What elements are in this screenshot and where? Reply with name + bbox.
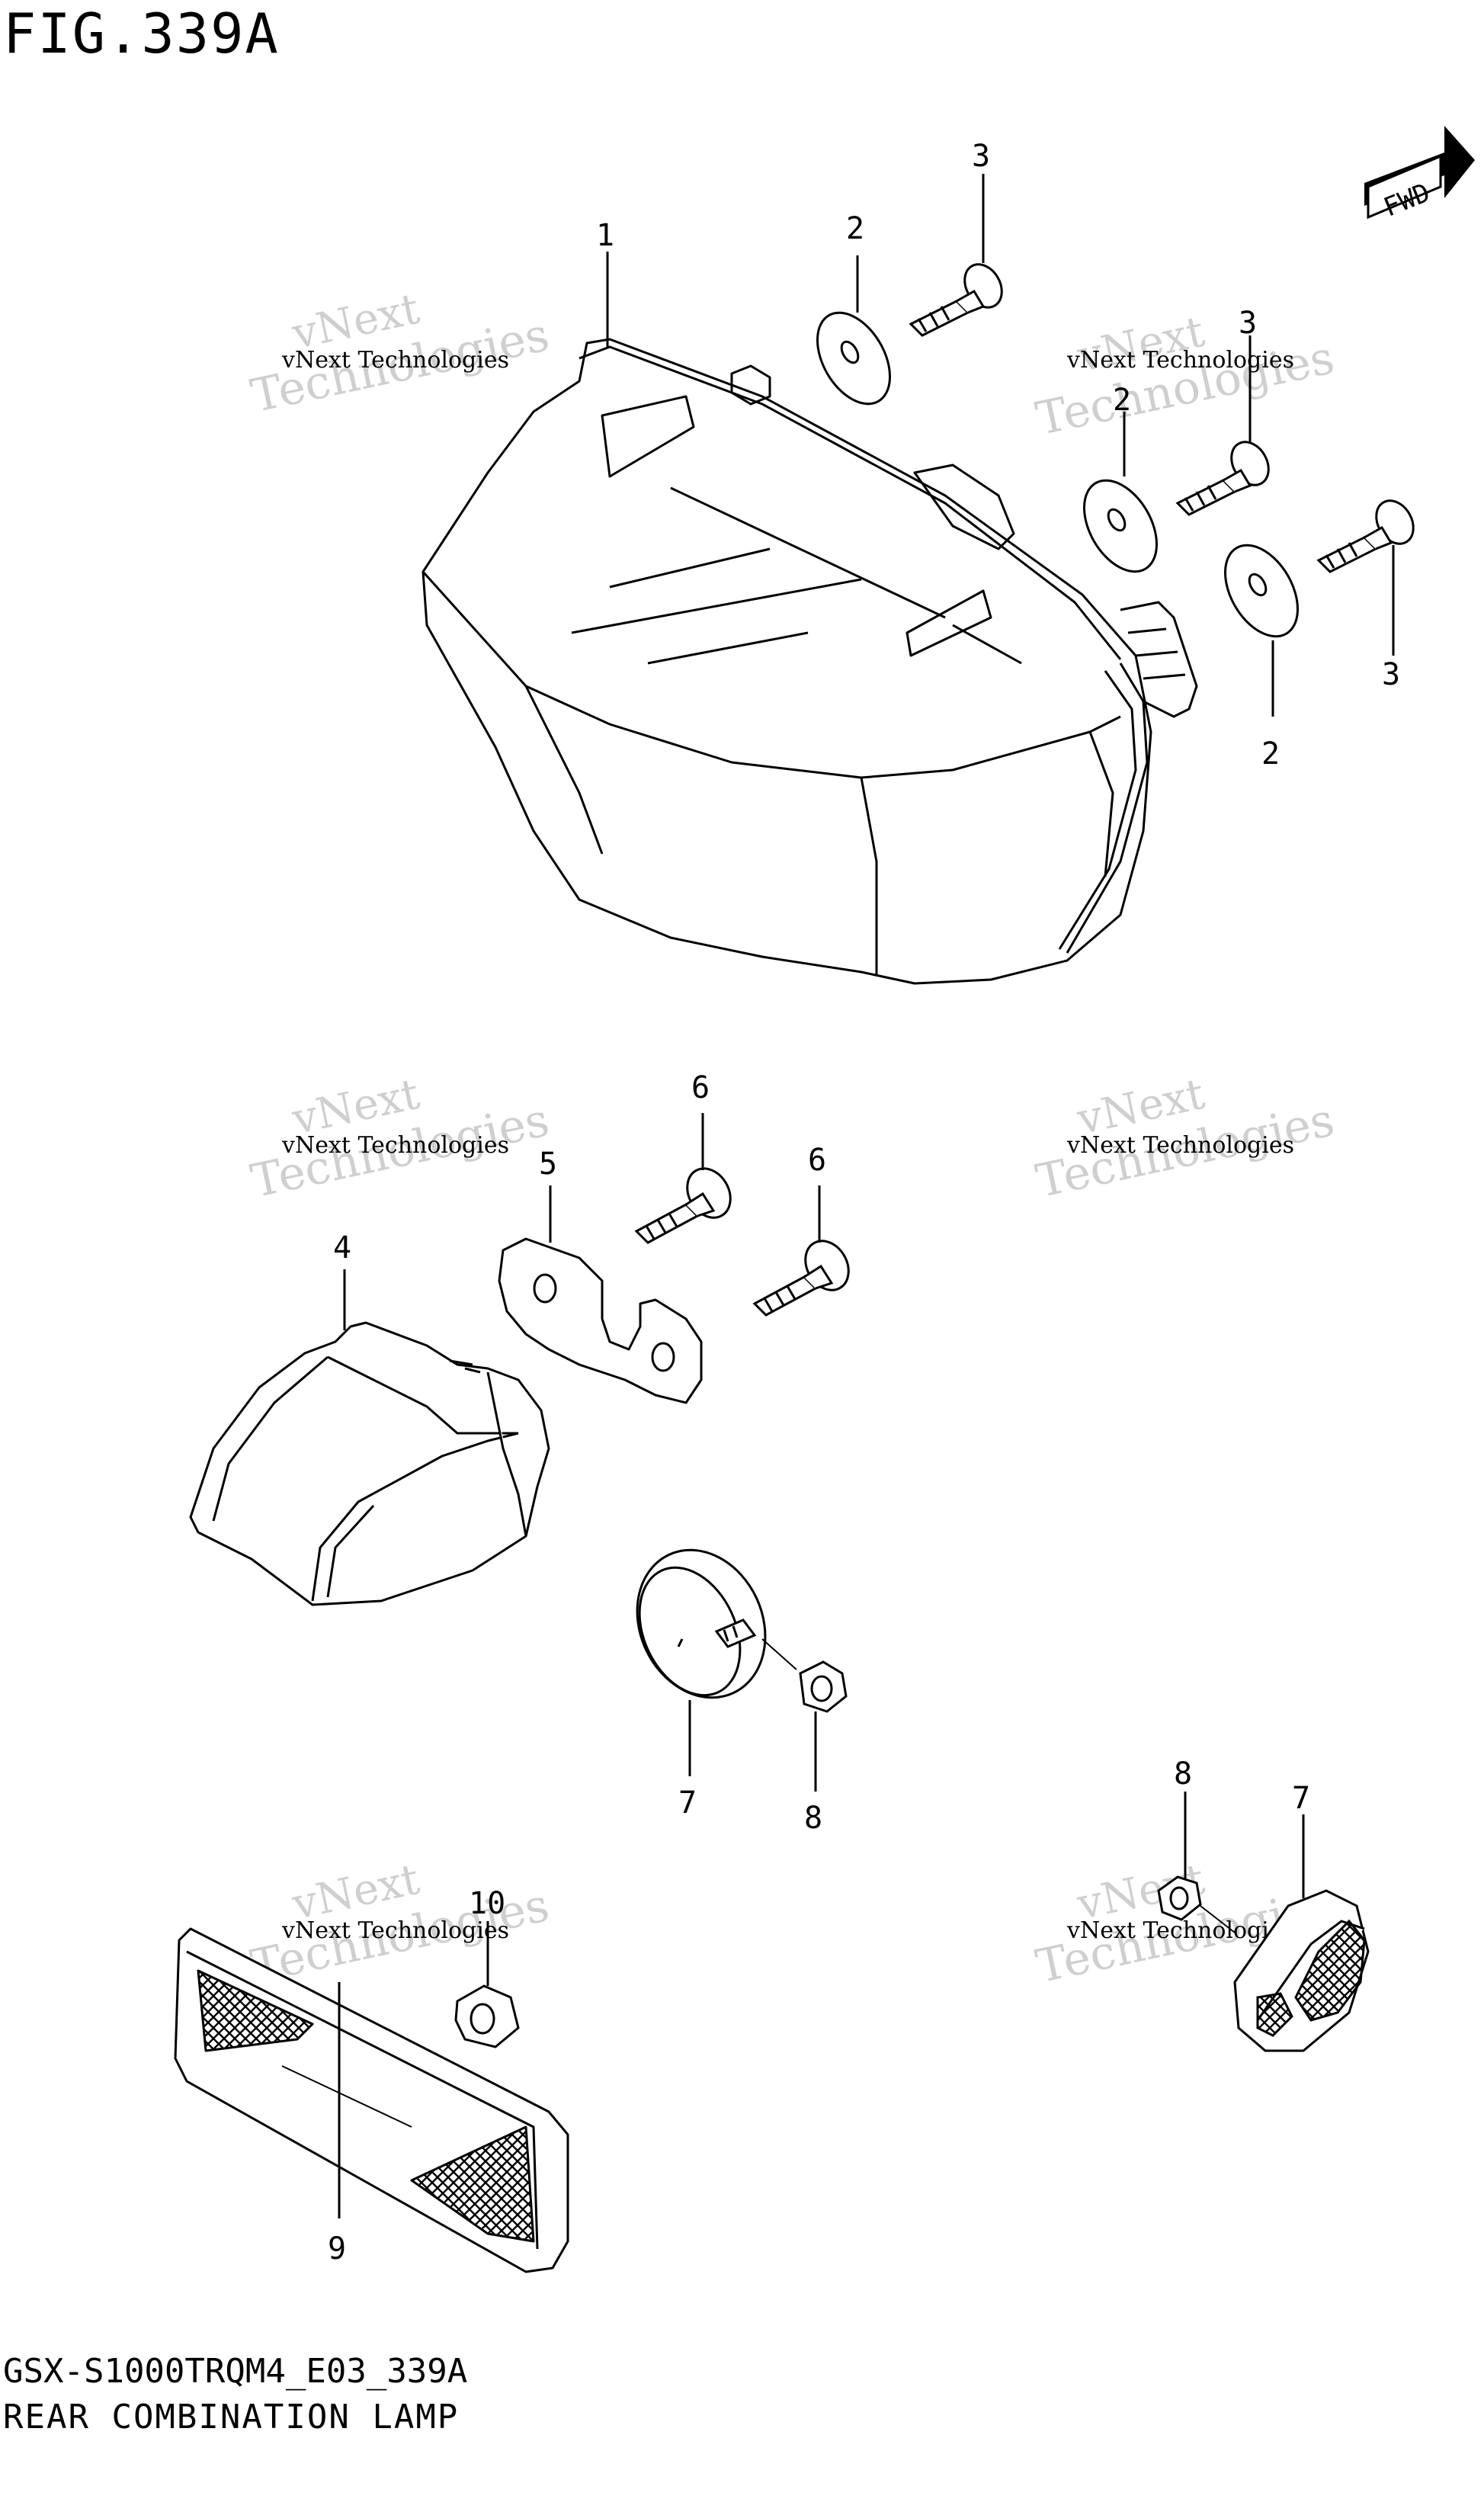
watermark-text: vNext Technologies (281, 1132, 509, 1159)
figure-title: FIG.339A (3, 2, 280, 66)
screw (1175, 441, 1270, 516)
round-reflector (636, 1548, 797, 1699)
screw (752, 1240, 850, 1317)
nut (454, 1984, 520, 2048)
round-reflector (1233, 1889, 1370, 2052)
callout-7: 7 (1292, 1781, 1310, 1816)
license-plate-lamp (189, 1321, 550, 1606)
callout-8: 8 (1174, 1756, 1192, 1792)
callout-3: 3 (1239, 306, 1257, 341)
nut (799, 1660, 848, 1713)
fwd-arrow-icon: FWD (1364, 126, 1475, 223)
watermark-text: vNext Technologies (1066, 1132, 1294, 1159)
washer (1083, 479, 1158, 573)
watermark: vNext Technologies (1031, 1070, 1338, 1209)
callout-6: 6 (808, 1143, 826, 1178)
callout-7: 7 (678, 1785, 697, 1821)
lamp-bracket (498, 1237, 703, 1404)
callout-2: 2 (1261, 736, 1280, 772)
screw (634, 1167, 732, 1244)
callout-3: 3 (1382, 657, 1400, 692)
callout-2: 2 (1113, 383, 1131, 418)
nut (1157, 1875, 1236, 1933)
washer (816, 311, 891, 406)
watermark: vNext Technologies (246, 284, 553, 424)
callout-10: 10 (469, 1886, 505, 1921)
callout-1: 1 (596, 218, 614, 253)
callout-9: 9 (328, 2231, 346, 2266)
watermark: vNext Technologies (246, 1855, 553, 1994)
rectangular-reflector (174, 1927, 569, 2273)
callout-2: 2 (846, 211, 864, 246)
watermark-text: vNext Technologies (281, 347, 509, 374)
rear-combination-lamp (421, 338, 1198, 985)
watermark-text: vNext Technologies (1066, 347, 1294, 374)
watermark-text: vNext Technologies (1066, 1917, 1294, 1944)
watermark-text: vNext Technologies (281, 1917, 509, 1944)
washer (1224, 544, 1299, 638)
screw (1316, 499, 1415, 573)
watermark: vNext Technologies (246, 1070, 553, 1209)
callout-6: 6 (691, 1070, 710, 1105)
callout-4: 4 (333, 1230, 351, 1266)
callout-5: 5 (539, 1147, 557, 1182)
figure-caption: REAR COMBINATION LAMP (3, 2398, 460, 2436)
callout-8: 8 (804, 1801, 822, 1836)
screw (909, 263, 1003, 337)
callout-3: 3 (972, 139, 990, 174)
model-code: GSX-S1000TRQM4_E03_339A (3, 2352, 468, 2391)
leader-lines (338, 174, 1395, 2218)
